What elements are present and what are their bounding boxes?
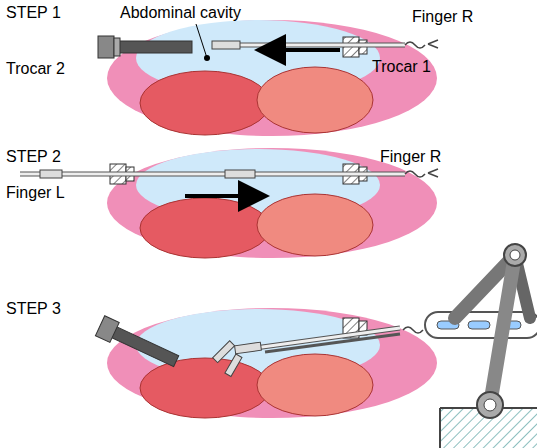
step-title: STEP 2 — [6, 148, 61, 166]
step-title: STEP 3 — [6, 300, 61, 318]
part-label: Trocar 2 — [6, 60, 65, 78]
step-title: STEP 1 — [6, 4, 61, 22]
part-label: Finger R — [380, 148, 441, 166]
part-label: Finger R — [412, 8, 473, 26]
step3-body — [95, 244, 537, 448]
part-label: Trocar 1 — [372, 58, 431, 76]
region-label: Abdominal cavity — [120, 4, 241, 22]
step1-body — [98, 20, 438, 136]
step2-body — [20, 148, 438, 258]
part-label: Finger L — [6, 184, 65, 202]
